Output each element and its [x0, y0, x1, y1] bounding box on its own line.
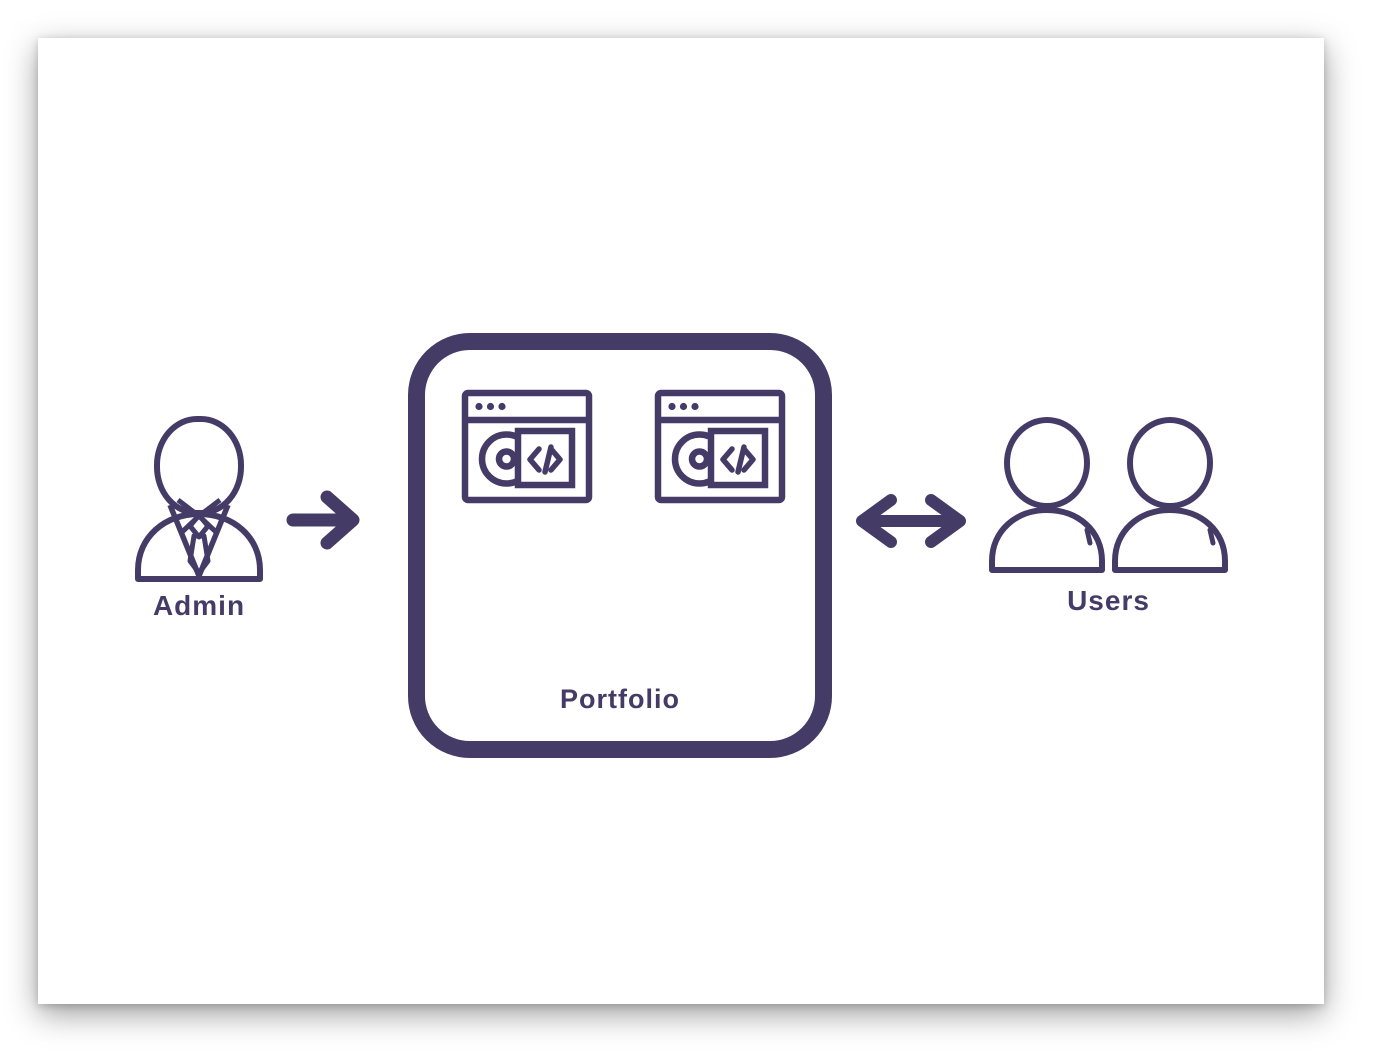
person-icon — [989, 417, 1105, 573]
admin-node — [133, 415, 265, 583]
business-person-icon — [135, 416, 263, 582]
code-window-icon — [654, 389, 786, 504]
portfolio-node: Portfolio — [408, 333, 832, 758]
slide-canvas: Admin — [38, 38, 1324, 1004]
portfolio-label: Portfolio — [560, 684, 680, 714]
users-node — [988, 417, 1229, 574]
code-window-icon — [461, 389, 593, 504]
users-label: Users — [1067, 585, 1150, 616]
admin-label: Admin — [152, 590, 246, 621]
person-icon — [1112, 417, 1228, 573]
arrow-bidirectional-icon — [856, 494, 966, 548]
arrow-right-icon — [286, 490, 360, 550]
